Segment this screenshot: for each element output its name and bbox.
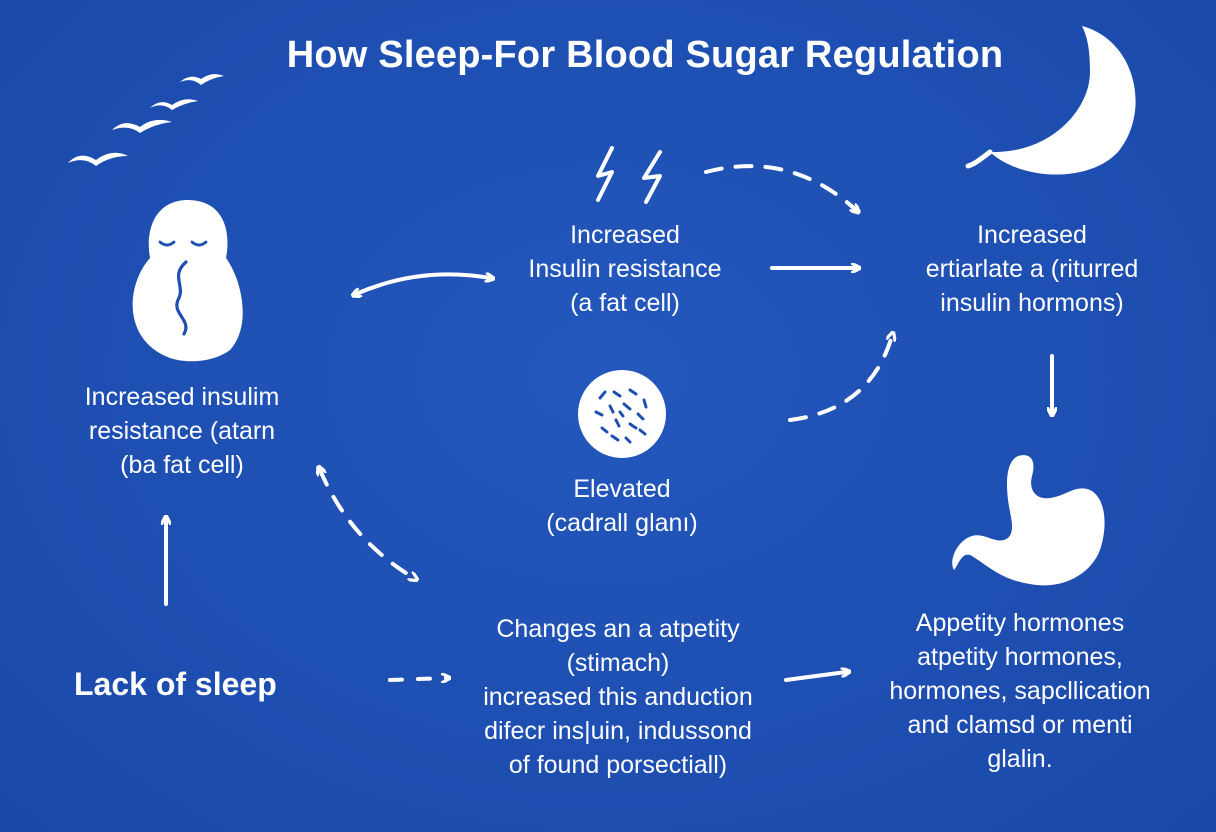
sleeping-figure-icon bbox=[132, 200, 243, 362]
text-line: increased this anduction bbox=[483, 683, 753, 711]
cell-icon bbox=[578, 370, 666, 458]
appetite-changes-node-text: Changes an a atpetity (stimach) increase… bbox=[460, 612, 776, 782]
text-line: Changes an a atpetity bbox=[496, 615, 740, 643]
text-line: glalin. bbox=[987, 745, 1053, 773]
text-line: and clamsd or menti bbox=[907, 711, 1133, 739]
text-line: (stimach) bbox=[566, 649, 670, 677]
insulin-right-node-text: Increased ertiarlate a (riturred insulin… bbox=[900, 218, 1164, 320]
elevated-node-text: Elevated (cadrall glanı) bbox=[522, 472, 722, 540]
text-line: atpetity hormones, bbox=[917, 643, 1123, 671]
text-line: (a fat cell) bbox=[570, 289, 680, 317]
text-line: Increased insulim bbox=[84, 383, 280, 411]
appetite-hormones-node-text: Appetity hormones atpetity hormones, hor… bbox=[870, 606, 1170, 776]
arrows bbox=[166, 164, 1052, 680]
person-node-text: Increased insulim resistance (atarn (ba … bbox=[52, 380, 312, 482]
text-line: (ba fat cell) bbox=[120, 451, 244, 479]
text-line: Appetity hormones bbox=[915, 609, 1125, 637]
text-line: hormones, sapcllication bbox=[889, 677, 1151, 705]
text-line: Elevated bbox=[573, 475, 671, 503]
page-title: How Sleep-For Blood Sugar Regulation bbox=[286, 34, 1004, 76]
text-line: Increased bbox=[977, 221, 1087, 249]
stomach-icon bbox=[952, 455, 1105, 586]
birds-icon bbox=[68, 74, 224, 166]
text-line: ertiarlate a (riturred bbox=[925, 255, 1139, 283]
text-line: (cadrall glanı) bbox=[546, 509, 698, 537]
lack-of-sleep-label: Lack of sleep bbox=[74, 666, 277, 702]
text-line: insulin hormons) bbox=[940, 289, 1124, 317]
text-line: difecr ins|uin, indussond bbox=[484, 717, 752, 745]
text-line: resistance (atarn bbox=[88, 417, 276, 445]
moon-icon bbox=[965, 26, 1136, 175]
insulin-center-node-text: Increased Insulin resistance (a fat cell… bbox=[505, 218, 745, 320]
lightning-icon bbox=[596, 146, 662, 204]
text-line: Increased bbox=[570, 221, 680, 249]
text-line: Insulin resistance bbox=[528, 255, 722, 283]
text-line: of found porsectiall) bbox=[508, 751, 728, 779]
